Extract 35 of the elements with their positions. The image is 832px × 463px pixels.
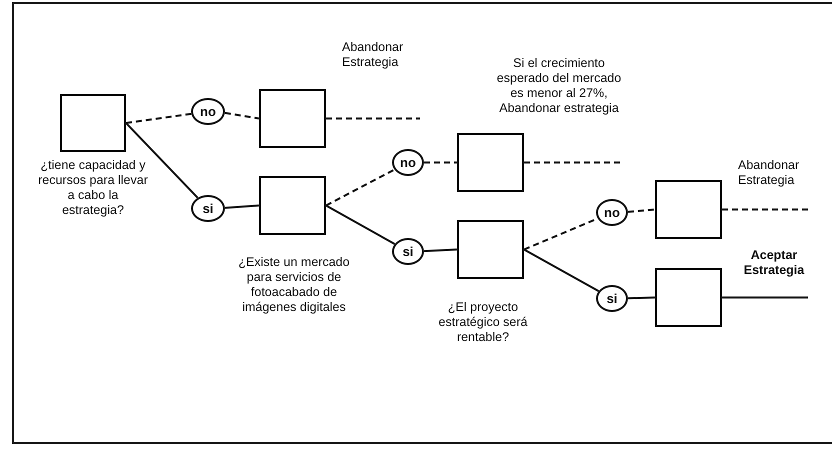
branch-line	[224, 112, 260, 120]
branch-line	[628, 296, 656, 300]
branch-line	[326, 204, 396, 245]
branch-line	[326, 118, 420, 120]
branch-line	[424, 248, 458, 252]
branch-line	[722, 296, 808, 298]
node-caption: Si el crecimiento esperado del mercado es menor al 27%, Abandonar estrategia	[496, 56, 622, 116]
node-caption: ¿Existe un mercado para servicios de fotoacabado de imágenes digitales	[237, 255, 351, 315]
branch-line	[722, 208, 808, 210]
branch-line	[628, 208, 656, 213]
branch-line	[126, 112, 192, 124]
decision-box	[457, 220, 524, 279]
decision-box	[259, 176, 326, 235]
decision-box	[259, 89, 326, 148]
node-caption: ¿tiene capacidad y recursos para llevar a cabo la estrategia?	[37, 158, 149, 218]
choice-circle: no	[392, 149, 424, 176]
choice-circle: si	[596, 285, 628, 312]
branch-line	[125, 122, 198, 198]
branch-line	[224, 204, 260, 209]
choice-circle: si	[191, 195, 225, 222]
decision-box	[60, 94, 126, 152]
decision-box	[655, 180, 722, 239]
branch-line	[424, 162, 457, 164]
node-caption: Abandonar Estrategia	[342, 40, 404, 70]
branch-line	[524, 162, 622, 164]
node-caption: Aceptar Estrategia	[742, 248, 806, 278]
node-caption: ¿El proyecto estratégico será rentable?	[438, 300, 528, 345]
branch-line	[326, 168, 395, 206]
branch-line	[524, 248, 600, 292]
choice-circle: si	[392, 238, 424, 265]
decision-box	[457, 133, 524, 192]
choice-circle: no	[191, 98, 225, 125]
choice-circle: no	[596, 199, 628, 226]
node-caption: Abandonar Estrategia	[738, 158, 800, 188]
decision-box	[655, 268, 722, 327]
